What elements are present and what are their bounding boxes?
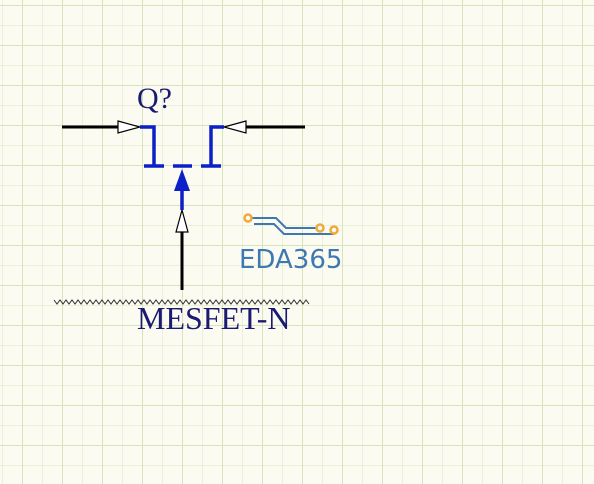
gate-arrow-icon (174, 169, 190, 191)
mesfet-body[interactable] (140, 125, 224, 210)
source-lead (209, 125, 224, 166)
drain-pin-arrow-icon (117, 120, 143, 134)
gate-pin-arrow-icon (175, 207, 189, 233)
drain-pin[interactable] (62, 120, 143, 134)
spelling-underline (53, 299, 310, 305)
comment-label[interactable]: MESFET-N (137, 300, 291, 336)
source-pin-arrow-icon (221, 120, 247, 134)
designator-label[interactable]: Q? (137, 82, 172, 115)
eda365-logo: EDA365 (239, 213, 342, 275)
drain-lead (140, 125, 156, 166)
source-pin[interactable] (221, 120, 305, 134)
gate-pin[interactable] (175, 207, 189, 290)
circuit-trace-icon (243, 213, 339, 235)
logo-wordmark: EDA365 (239, 245, 342, 275)
